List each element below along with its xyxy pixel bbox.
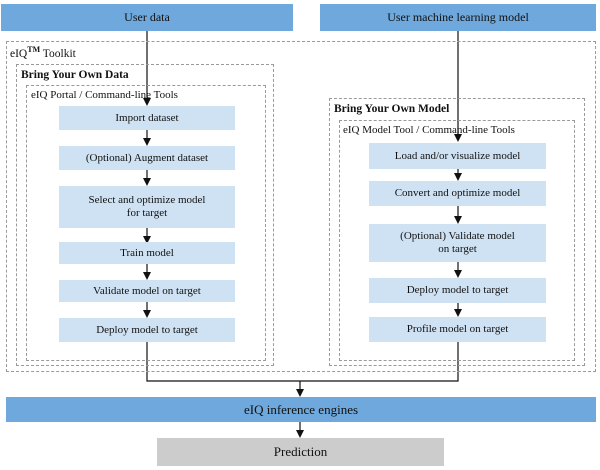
step-select-optimize-model: Select and optimize model for target xyxy=(59,186,235,228)
user-data-box: User data xyxy=(1,4,293,31)
step-optional-validate-model: (Optional) Validate model on target xyxy=(369,224,546,262)
byom-tools-label: eIQ Model Tool / Command-line Tools xyxy=(343,124,515,136)
step-convert-optimize-model: Convert and optimize model xyxy=(369,181,546,206)
inference-engines-label: eIQ inference engines xyxy=(243,401,359,417)
step-import-dataset: Import dataset xyxy=(59,106,235,130)
prediction-box: Prediction xyxy=(157,438,444,466)
toolkit-title: eIQTM Toolkit xyxy=(10,45,76,60)
step-deploy-model: Deploy model to target xyxy=(59,318,235,342)
step-train-model: Train model xyxy=(59,242,235,264)
prediction-label: Prediction xyxy=(273,444,328,459)
user-data-label: User data xyxy=(124,10,170,24)
byod-title: Bring Your Own Data xyxy=(21,69,129,81)
user-model-box: User machine learning model xyxy=(320,4,596,31)
byom-container xyxy=(329,98,585,366)
user-model-label: User machine learning model xyxy=(387,10,529,24)
byod-tools-label: eIQ Portal / Command-line Tools xyxy=(31,89,178,101)
byom-tools-container xyxy=(339,120,575,361)
byod-container xyxy=(16,64,274,366)
inference-engines-box: eIQ inference engines xyxy=(6,397,596,422)
step-validate-model: Validate model on target xyxy=(59,280,235,302)
step-deploy-model-right: Deploy model to target xyxy=(369,278,546,303)
byom-title: Bring Your Own Model xyxy=(334,103,450,115)
byod-tools-container xyxy=(26,85,266,361)
step-load-visualize-model: Load and/or visualize model xyxy=(369,143,546,169)
step-profile-model: Profile model on target xyxy=(369,317,546,342)
step-augment-dataset: (Optional) Augment dataset xyxy=(59,146,235,170)
toolkit-container xyxy=(6,41,596,372)
